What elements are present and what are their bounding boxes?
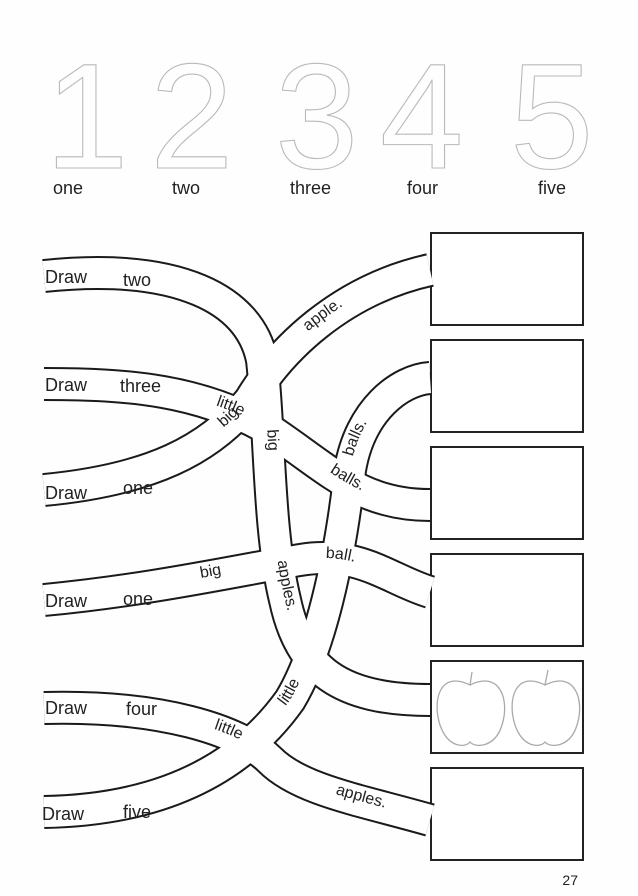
number-word-three: three xyxy=(290,178,332,198)
number-tracing-row: 1 2 3 4 5 xyxy=(44,31,594,200)
number-word-four: four xyxy=(407,178,439,198)
row-2-verb: Draw xyxy=(45,375,88,395)
digit-1: 1 xyxy=(45,32,128,200)
number-word-five: five xyxy=(538,178,567,198)
drawing-box-5[interactable] xyxy=(430,660,584,754)
row-1-verb: Draw xyxy=(45,267,88,287)
drawing-box-4[interactable] xyxy=(430,553,584,647)
digit-5: 5 xyxy=(510,32,593,200)
path-word-big-1: big xyxy=(263,429,281,451)
number-word-one: one xyxy=(53,178,84,198)
drawing-box-6[interactable] xyxy=(430,767,584,861)
row-5-verb: Draw xyxy=(45,698,88,718)
row-4-verb: Draw xyxy=(45,591,88,611)
row-4-count: one xyxy=(123,589,154,609)
drawing-box-3[interactable] xyxy=(430,446,584,540)
digit-2: 2 xyxy=(150,32,233,200)
digit-3: 3 xyxy=(275,32,358,200)
number-word-two: two xyxy=(172,178,201,198)
row-3-verb: Draw xyxy=(45,483,88,503)
row-5-count: four xyxy=(126,699,158,719)
row-6-verb: Draw xyxy=(42,804,85,824)
digit-4: 4 xyxy=(380,32,463,200)
row-1-count: two xyxy=(123,270,152,290)
page-number: 27 xyxy=(562,872,578,888)
path-word-big-3: big xyxy=(199,561,223,581)
drawing-box-1[interactable] xyxy=(430,232,584,326)
row-6-count: five xyxy=(123,802,152,822)
row-3-count: one xyxy=(123,478,154,498)
row-2-count: three xyxy=(120,376,162,396)
path-word-ball: ball. xyxy=(325,545,357,566)
drawing-box-2[interactable] xyxy=(430,339,584,433)
apple-sketch-icon xyxy=(436,669,581,746)
